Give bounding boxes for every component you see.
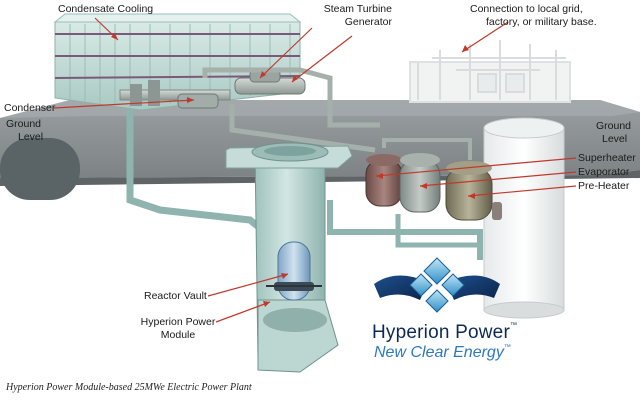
label-evaporator: Evaporator <box>578 166 630 178</box>
ground-slab <box>0 100 640 186</box>
grid-substation-ghost <box>409 40 571 103</box>
leader-reactor-vault <box>207 273 289 297</box>
label-ground-level-left-line1: Ground <box>6 118 42 130</box>
label-superheater: Superheater <box>578 152 636 164</box>
label-connection-line1: Connection to local grid, <box>470 3 583 15</box>
leader-lines <box>53 17 577 323</box>
figure-caption: Hyperion Power Module-based 25MWe Electr… <box>6 382 252 393</box>
label-reactor-vault: Reactor Vault <box>144 290 207 302</box>
leader-arrowheads <box>111 33 475 307</box>
hyperion-module <box>266 241 322 301</box>
logo-wordmark: Hyperion Power™ <box>372 322 517 344</box>
label-ground-level-left-line2: Level <box>18 131 44 143</box>
leader-pre-heater <box>467 185 577 197</box>
label-condensate-cooling: Condensate Cooling <box>58 3 154 15</box>
label-condenser: Condenser <box>4 102 56 114</box>
leader-superheater <box>375 157 577 177</box>
leader-generator <box>291 35 353 83</box>
label-ground-level-right-line2: Level <box>602 133 628 145</box>
label-hyperion-module-line1: Hyperion Power <box>140 316 216 328</box>
leader-grid-connection <box>461 21 509 53</box>
label-connection-line2: factory, or military base. <box>486 16 597 28</box>
hyperion-logo-emblem <box>374 257 500 313</box>
logo-tagline: New Clear Energy <box>374 344 504 361</box>
leader-hyperion-module <box>215 301 271 323</box>
logo-trademark: ™ <box>509 322 518 329</box>
heat-exchangers <box>327 138 502 260</box>
leader-condenser <box>53 99 195 109</box>
logo-tagline-row: New Clear Energy™ <box>374 344 511 362</box>
leader-evaporator <box>419 171 577 187</box>
label-steam-turbine-line2: Generator <box>344 16 392 28</box>
logo-tagline-trademark: ™ <box>503 344 511 351</box>
label-hyperion-module-line2: Module <box>160 329 196 341</box>
logo-name: Hyperion Power <box>372 322 510 343</box>
label-pre-heater: Pre-Heater <box>578 180 630 192</box>
leader-steam-turbine <box>259 27 313 79</box>
label-ground-level-right-line1: Ground <box>596 120 632 132</box>
label-steam-turbine-line1: Steam Turbine <box>323 3 392 15</box>
